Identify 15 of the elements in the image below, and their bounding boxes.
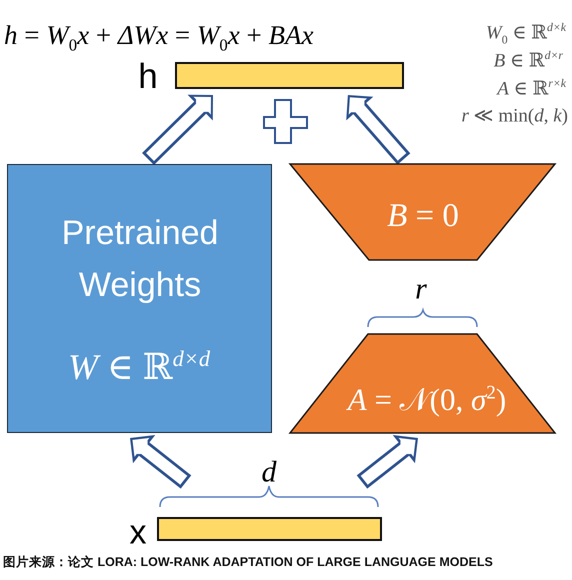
formula: W$_{0}$ ∈ ℝ$^{d×k}$ xyxy=(486,24,566,44)
vector-label: h xyxy=(138,58,158,96)
formula: A = 𝒩(0, σ$^{2}$) xyxy=(348,382,506,418)
formula: h = W$_{0}$x + ΔWx = W$_{0}$x + BAx xyxy=(4,21,314,51)
caption: 图片来源：论文 LORA: LOW-RANK ADAPTATION OF LARGE LANGUAGE MODELS xyxy=(3,556,493,570)
node-title: Pretrained Weights xyxy=(62,213,218,306)
formula: W ∈ ℝ$^{d×d}$ xyxy=(68,348,210,388)
dimension-label: d xyxy=(262,456,276,488)
weights-box xyxy=(7,164,272,433)
vector-label: x xyxy=(130,514,146,552)
formula: B ∈ ℝ$^{d×r}$ xyxy=(494,52,563,72)
formula: B = 0 xyxy=(387,198,459,234)
formula: r ≪ min(d, k) xyxy=(461,106,568,128)
formula: A ∈ ℝ$^{r×k}$ xyxy=(497,80,566,100)
dimension-label: r xyxy=(415,272,427,306)
